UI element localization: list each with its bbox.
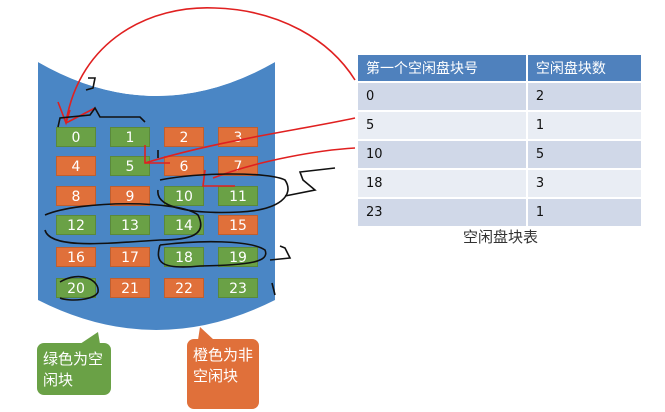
free-disk-block: 0	[56, 127, 96, 147]
cell: 1	[526, 110, 644, 140]
used-disk-block: 21	[110, 278, 150, 298]
used-disk-block: 17	[110, 247, 150, 267]
used-disk-block: 6	[164, 156, 204, 176]
free-disk-block: 5	[110, 156, 150, 176]
free-disk-block: 20	[56, 278, 96, 298]
used-disk-block: 8	[56, 186, 96, 206]
used-disk-block: 9	[110, 186, 150, 206]
cell: 18	[358, 168, 528, 198]
used-disk-block: 22	[164, 278, 204, 298]
used-disk-block: 16	[56, 247, 96, 267]
header-free-block-count: 空闲盘块数	[526, 55, 644, 82]
used-disk-block: 15	[218, 215, 258, 235]
cell: 2	[526, 81, 644, 111]
cell: 1	[526, 197, 644, 226]
orange-legend-callout: 橙色为非空闲块	[187, 339, 259, 409]
free-disk-block: 14	[164, 215, 204, 235]
cell: 0	[358, 81, 528, 111]
free-disk-block: 19	[218, 247, 258, 267]
free-disk-block: 10	[164, 186, 204, 206]
used-disk-block: 4	[56, 156, 96, 176]
free-disk-block: 23	[218, 278, 258, 298]
cell: 5	[358, 110, 528, 140]
cell: 5	[526, 139, 644, 169]
free-disk-block: 13	[110, 215, 150, 235]
header-first-free-block: 第一个空闲盘块号	[358, 55, 528, 82]
free-disk-block: 1	[110, 127, 150, 147]
used-disk-block: 2	[164, 127, 204, 147]
free-disk-block: 11	[218, 186, 258, 206]
cell: 3	[526, 168, 644, 198]
used-disk-block: 3	[218, 127, 258, 147]
cell: 23	[358, 197, 528, 226]
table-caption: 空闲盘块表	[462, 228, 538, 246]
cell: 10	[358, 139, 528, 169]
free-disk-block: 12	[56, 215, 96, 235]
green-legend-callout: 绿色为空闲块	[37, 343, 111, 395]
used-disk-block: 7	[218, 156, 258, 176]
free-disk-block: 18	[164, 247, 204, 267]
